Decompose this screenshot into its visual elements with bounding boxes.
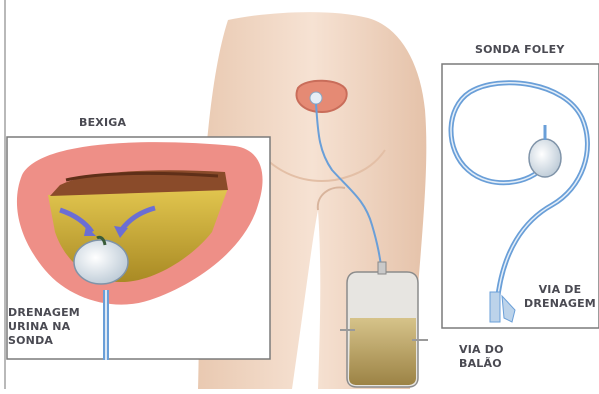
- drainage-urine-line-1: DRENAGEM: [8, 306, 80, 320]
- urine-bag: [340, 262, 428, 387]
- drainage-way-line-1: VIA DE: [524, 283, 596, 297]
- drainage-way-line-2: DRENAGEM: [524, 297, 596, 311]
- drainage-urine-line-3: SONDA: [8, 334, 80, 348]
- foley-title: SONDA FOLEY: [475, 43, 565, 57]
- bladder-title: BEXIGA: [79, 116, 126, 130]
- drainage-urine-line-2: URINA NA: [8, 320, 80, 334]
- drainage-way-label: VIA DE DRENAGEM: [524, 283, 596, 311]
- drainage-urine-label: DRENAGEM URINA NA SONDA: [8, 306, 80, 348]
- balloon-way-line-2: BALÃO: [459, 357, 504, 371]
- balloon-way-line-1: VIA DO: [459, 343, 504, 357]
- balloon-way-label: VIA DO BALÃO: [459, 343, 504, 371]
- body-bladder: [297, 81, 347, 112]
